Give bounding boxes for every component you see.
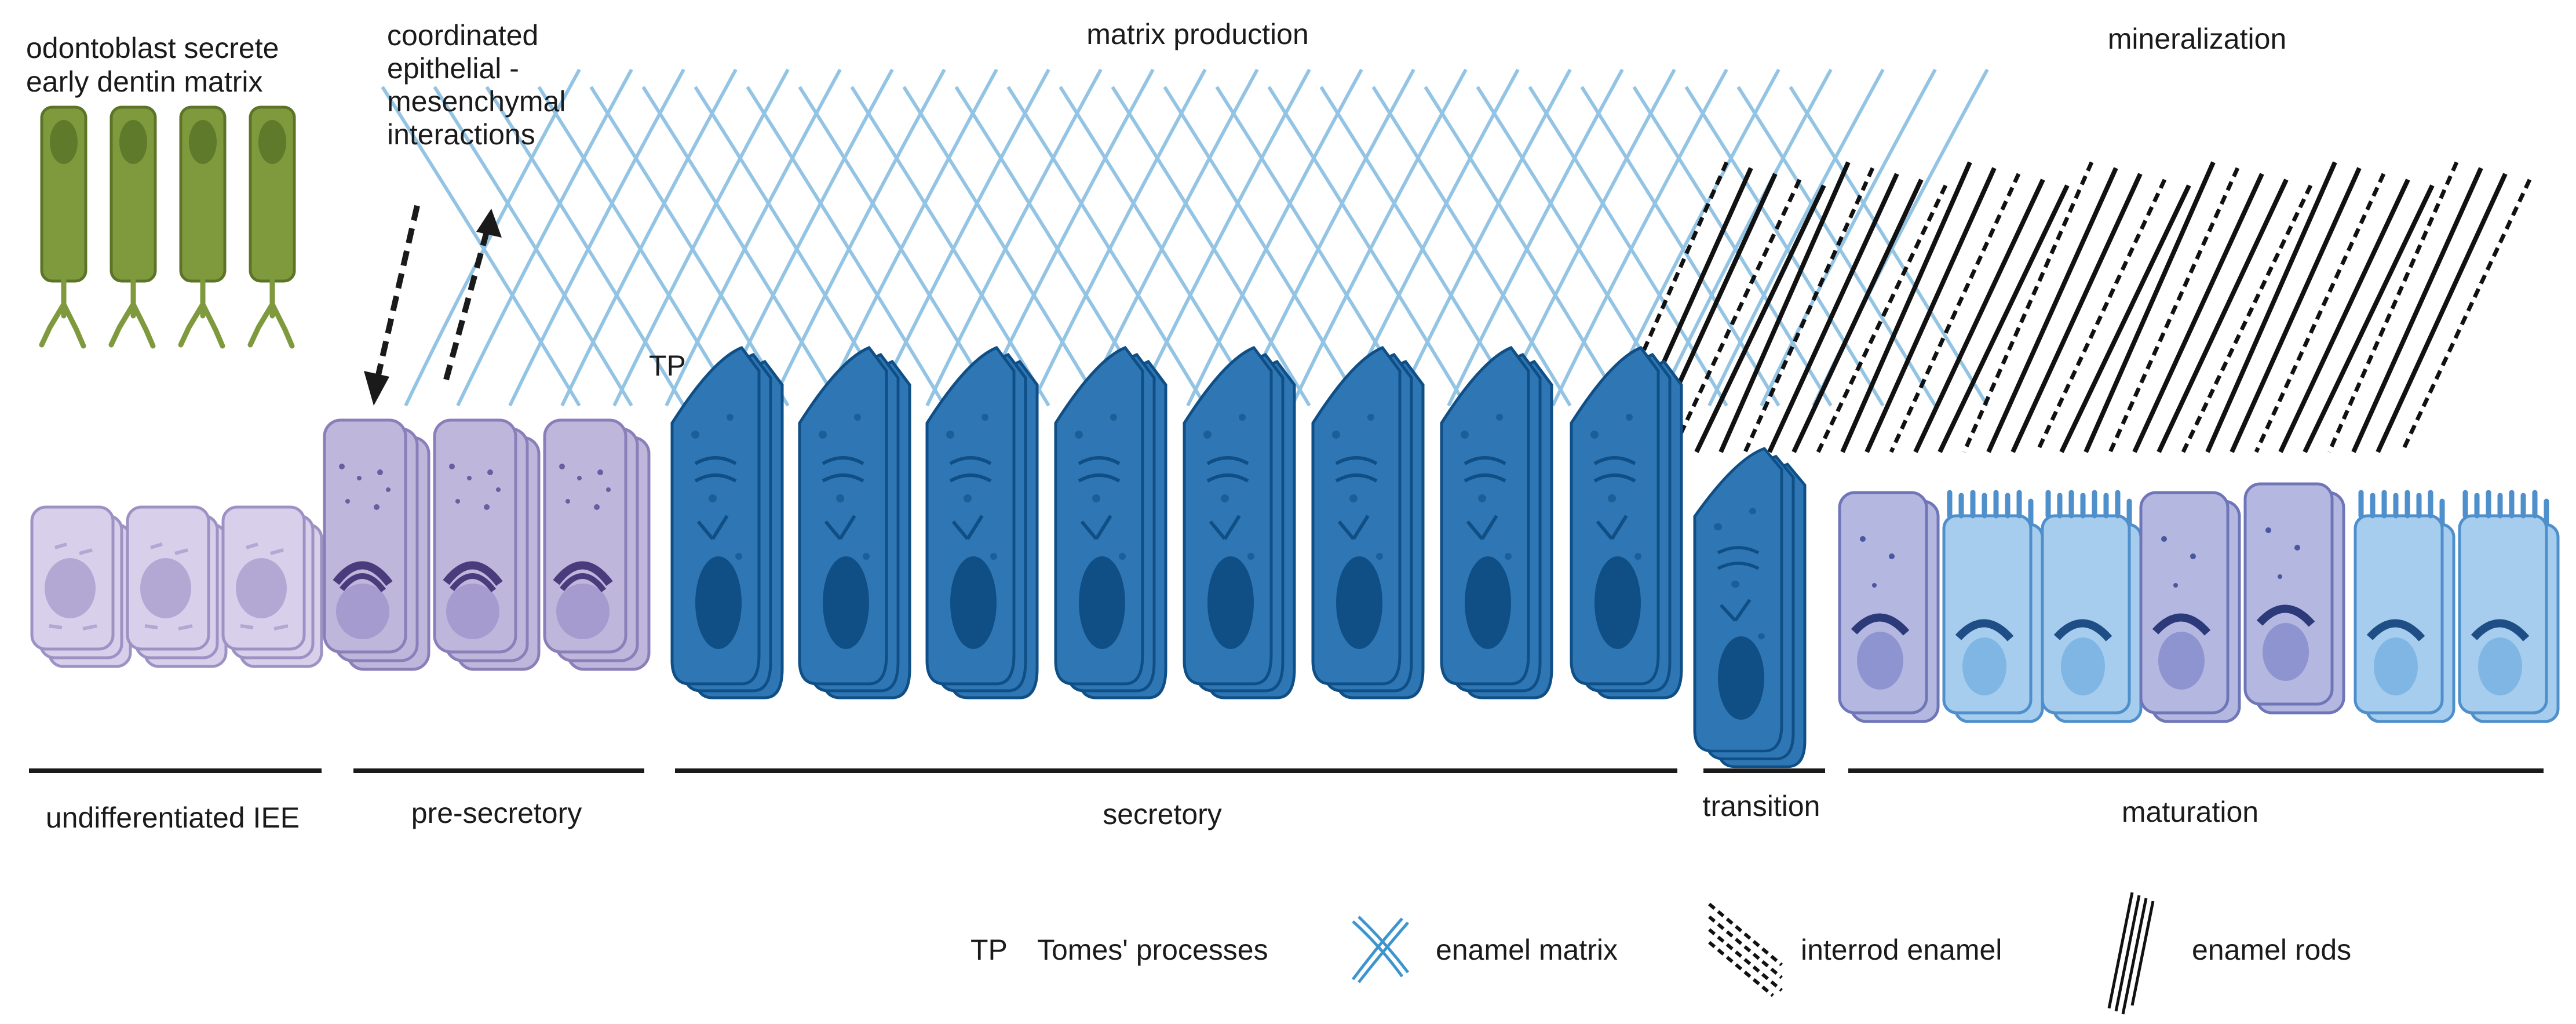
- matrix-strand: [612, 68, 790, 407]
- enamel-rod: [2011, 173, 2143, 453]
- legend-interrod-enamel: interrod enamel: [1801, 934, 2002, 966]
- enamel-matrix-icon: [1352, 916, 1409, 983]
- arrow-down-head: [364, 371, 389, 406]
- interrod-enamel-line: [2108, 167, 2240, 453]
- secretory-cell: [1313, 348, 1400, 684]
- matrix-strand: [1186, 68, 1363, 407]
- enamel-rod: [2278, 178, 2410, 453]
- interrod-enamel-line: [2327, 161, 2459, 453]
- maturation-cells: [1840, 484, 2558, 721]
- matrix-strand: [1789, 86, 1989, 407]
- odontoblast-cells: [42, 107, 294, 346]
- matrix-strand: [1082, 68, 1259, 407]
- interrod-enamel-line: [1743, 167, 1875, 453]
- matrix-strand: [1707, 68, 1885, 407]
- enamel-rod: [2157, 178, 2289, 453]
- enamel-rod: [1694, 184, 1826, 453]
- transition-cells: [1695, 449, 1805, 767]
- enamel-rod: [2351, 167, 2483, 453]
- interrod-enamel-line: [2400, 178, 2532, 453]
- matrix-strand: [641, 86, 842, 407]
- legend-enamel-matrix: enamel matrix: [1436, 934, 1618, 966]
- secretory-cell: [800, 348, 886, 684]
- matrix-strand: [746, 86, 946, 407]
- matrix-strand: [1447, 68, 1624, 407]
- enamel-rod: [1938, 184, 2070, 453]
- enamel-rod: [2084, 161, 2216, 453]
- secretory-ameloblasts: [672, 348, 1681, 698]
- matrix-strand: [1134, 68, 1311, 407]
- legend-enamel-rods: enamel rods: [2192, 934, 2351, 966]
- legend-tp-text: Tomes' processes: [1037, 934, 1268, 966]
- enamel-rod: [2205, 161, 2337, 453]
- interrod-enamel-line: [2035, 178, 2167, 453]
- enamel-rod: [1791, 178, 1924, 453]
- matrix-strand: [873, 68, 1050, 407]
- stage-label-secretory: secretory: [1103, 798, 1222, 830]
- undifferentiated-iee-cells: [32, 507, 322, 666]
- matrix-strand: [1528, 86, 1728, 407]
- enamel-rod: [1840, 161, 1972, 453]
- arrow-up-head: [476, 209, 502, 238]
- legend: TP Tomes' processes enamel matrix interr…: [970, 892, 2351, 1015]
- matrix-strand: [1371, 86, 1572, 407]
- interrod-enamel-line: [1816, 184, 1948, 453]
- legend-tp-abbrev: TP: [970, 934, 1008, 966]
- interactions-label: coordinated epithelial - mesenchymal int…: [387, 19, 574, 151]
- stage-label-transition: transition: [1703, 790, 1820, 822]
- interrod-enamel-icon: [1708, 902, 1783, 997]
- enamel-rod: [1718, 161, 1851, 453]
- matrix-strand: [1267, 86, 1468, 407]
- matrix-strand: [1111, 86, 1311, 407]
- interrod-enamel-line: [1962, 161, 2094, 453]
- stage-label-iee: undifferentiated IEE: [46, 801, 300, 834]
- tp-marker: TP: [649, 349, 686, 382]
- matrix-strand: [902, 86, 1103, 407]
- matrix-strand: [381, 86, 581, 407]
- secretory-cell: [1056, 348, 1143, 684]
- matrix-strand: [433, 86, 633, 407]
- interrod-enamel-line: [2254, 173, 2386, 453]
- matrix-strand: [821, 68, 998, 407]
- matrix-strand: [1736, 86, 1937, 407]
- enamel-rod: [1767, 173, 1899, 453]
- mineralization-label: mineralization: [2108, 23, 2286, 55]
- matrix-strand: [485, 86, 685, 407]
- matrix-strand: [1580, 86, 1780, 407]
- secretory-cell: [1442, 348, 1528, 684]
- enamel-rod: [2303, 184, 2435, 453]
- matrix-strand: [925, 68, 1103, 407]
- enamel-matrix-mesh: [381, 68, 1989, 407]
- secretory-cell: [1184, 348, 1271, 684]
- secretory-cell: [1571, 348, 1658, 684]
- interaction-arrows: [374, 205, 490, 384]
- matrix-strand: [1163, 86, 1363, 407]
- enamel-rod: [1913, 178, 2045, 453]
- enamel-rods-group: [1597, 161, 2532, 453]
- interrod-enamel-line: [2181, 184, 2313, 453]
- enamel-rod: [2132, 173, 2264, 453]
- enamel-rod: [2230, 167, 2362, 453]
- enamel-rod: [2059, 184, 2191, 453]
- matrix-strand: [537, 86, 738, 407]
- enamel-rod: [1986, 167, 2118, 453]
- matrix-strand: [850, 86, 1050, 407]
- enamel-rod: [1865, 167, 1997, 453]
- interrod-enamel-line: [1670, 178, 1802, 453]
- enamel-rod: [2376, 173, 2508, 453]
- secretory-cell: [672, 348, 759, 684]
- odontoblast-label: odontoblast secrete early dentin matrix: [26, 32, 287, 98]
- matrix-production-label: matrix production: [1086, 18, 1309, 50]
- interrod-enamel-line: [1889, 173, 2021, 453]
- stage-label-pre-secretory: pre-secretory: [411, 797, 582, 829]
- matrix-strand: [1395, 68, 1572, 407]
- stage-label-maturation: maturation: [2122, 796, 2258, 828]
- matrix-strand: [1006, 86, 1207, 407]
- enamel-rods-icon: [2107, 892, 2155, 1015]
- matrix-strand: [1424, 86, 1624, 407]
- pre-secretory-cells: [324, 420, 649, 669]
